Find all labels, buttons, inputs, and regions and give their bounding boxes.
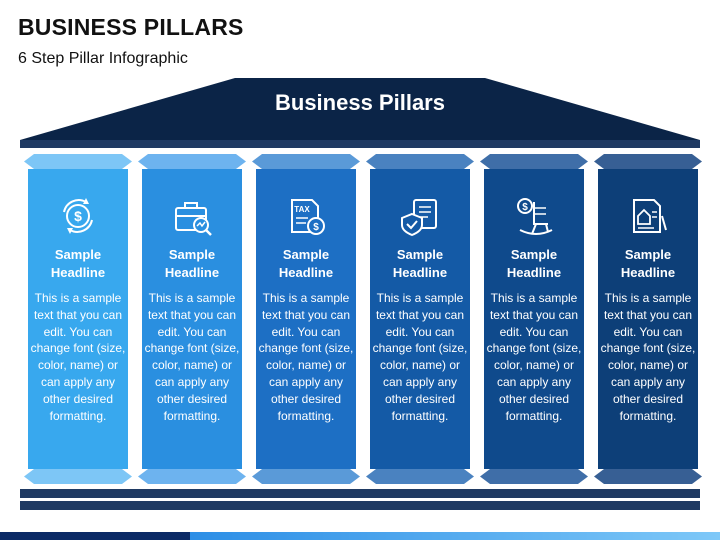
pillar-cap [604, 154, 692, 169]
property-document-icon [633, 199, 667, 233]
roof-beam-gap [20, 148, 700, 151]
pillar-base-right [236, 469, 246, 484]
pillar-base-left [138, 469, 148, 484]
pillar-text: This is a sample text that you can edit.… [486, 291, 582, 423]
pillar-headline: Sample Headline [392, 247, 448, 280]
pillar-cap-right [236, 154, 246, 169]
bottom-stripe-right [190, 532, 720, 540]
svg-text:$: $ [522, 202, 528, 213]
pillar-base-left [594, 469, 604, 484]
pillar-cap-left [480, 154, 490, 169]
pillar-base-left [24, 469, 34, 484]
retirement-chair-icon: $ [517, 198, 553, 235]
pillar-base [376, 469, 464, 484]
bottom-stripe-left [0, 532, 190, 540]
floor-step-upper [20, 489, 700, 498]
tax-document-icon: TAX$ [291, 199, 325, 235]
pillar-base-left [252, 469, 262, 484]
pillar-text: This is a sample text that you can edit.… [30, 291, 126, 423]
pillar-base [604, 469, 692, 484]
pillar-base-left [366, 469, 376, 484]
svg-text:$: $ [74, 208, 82, 224]
roof [20, 78, 700, 140]
pillar-cap [262, 154, 350, 169]
pillar-cap [490, 154, 578, 169]
pillar-base [262, 469, 350, 484]
pillar-cap [148, 154, 236, 169]
pillar-cap-right [692, 154, 702, 169]
pillar-base-right [464, 469, 474, 484]
pillar-cap-left [24, 154, 34, 169]
pillar-headline: Sample Headline [278, 247, 334, 280]
pillar-base [34, 469, 122, 484]
briefcase-analysis-icon [175, 202, 212, 236]
pillar-cap-left [138, 154, 148, 169]
pillar-cap-left [594, 154, 604, 169]
pillar-cap-left [366, 154, 376, 169]
pillar-base-right [122, 469, 132, 484]
pillar-base [490, 469, 578, 484]
pillar-shaft [142, 169, 242, 469]
pillar-headline: Sample Headline [50, 247, 106, 280]
pillar-cap-left [252, 154, 262, 169]
pillar-base [148, 469, 236, 484]
pillar-base-right [350, 469, 360, 484]
floor-step-lower [20, 501, 700, 510]
pillar-shaft [28, 169, 128, 469]
pillar-cap-right [464, 154, 474, 169]
pillar-cap [376, 154, 464, 169]
pillar-cap-right [350, 154, 360, 169]
pillar-headline: Sample Headline [506, 247, 562, 280]
page-subtitle: 6 Step Pillar Infographic [18, 50, 188, 67]
pillar-headline: Sample Headline [620, 247, 676, 280]
svg-text:TAX: TAX [294, 205, 310, 214]
pillar-text: This is a sample text that you can edit.… [372, 291, 468, 423]
dollar-cycle-icon: $ [63, 198, 93, 234]
pillar-cap [34, 154, 122, 169]
pillar-shaft [598, 169, 698, 469]
pillar-base-right [692, 469, 702, 484]
pillar-cap-right [122, 154, 132, 169]
pillar-base-right [578, 469, 588, 484]
roof-beam-upper [20, 140, 700, 148]
pillar-text: This is a sample text that you can edit.… [600, 291, 696, 423]
pillar-headline: Sample Headline [164, 247, 220, 280]
pillar-shaft [256, 169, 356, 469]
pillar-cap-right [578, 154, 588, 169]
secure-document-icon [401, 199, 437, 237]
pillar-base-left [480, 469, 490, 484]
page-title: BUSINESS PILLARS [18, 14, 244, 40]
pillar-text: This is a sample text that you can edit.… [144, 291, 240, 423]
pillar-text: This is a sample text that you can edit.… [258, 291, 354, 423]
svg-text:$: $ [313, 222, 319, 233]
roof-title: Business Pillars [275, 90, 445, 115]
